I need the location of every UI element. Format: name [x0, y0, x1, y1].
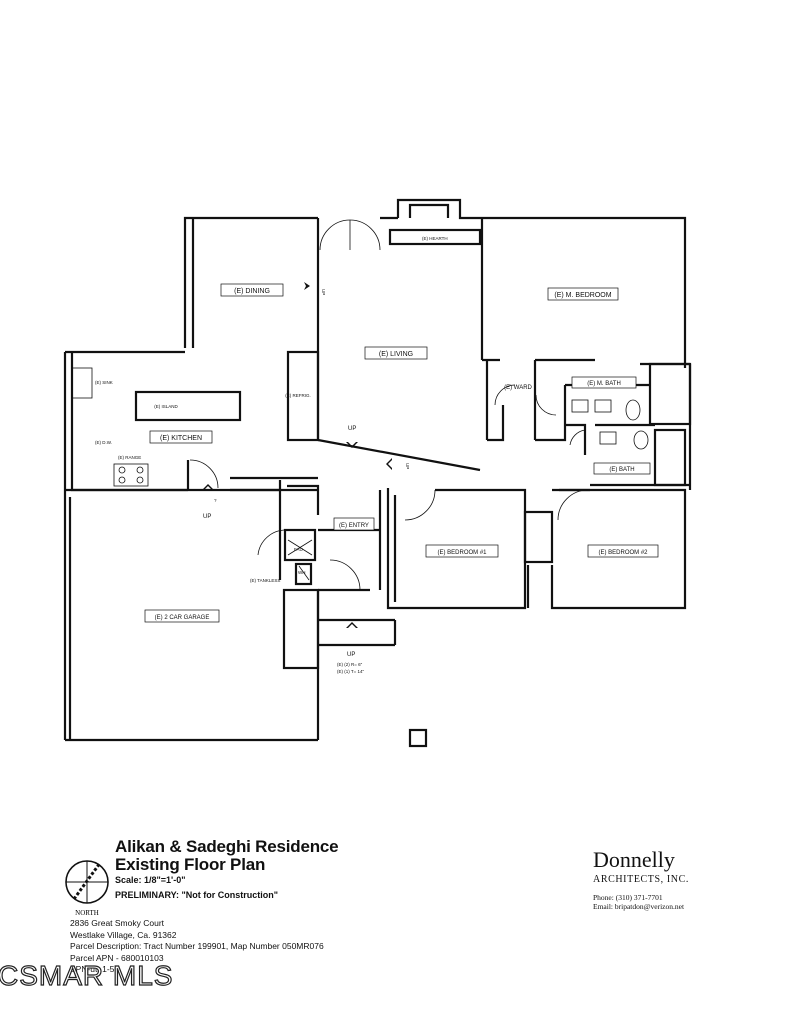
mls-watermark: CSMAR MLS — [0, 959, 174, 991]
steps-note-2: (E) (1) T= 14" — [337, 669, 365, 674]
bedroom1-label: (E) BEDROOM #1 — [437, 550, 487, 556]
entry-label: (E) ENTRY — [339, 523, 369, 529]
firm-subtitle: ARCHITECTS, INC. — [593, 874, 689, 885]
up-label-dining: UP — [321, 289, 326, 295]
hearth-label: (E) HEARTH — [422, 236, 448, 241]
arrows — [202, 282, 392, 628]
ward-label: (E) WARD — [504, 385, 532, 391]
firm-name: Donnelly — [593, 847, 675, 872]
title-block: Alikan & Sadeghi Residence Existing Floo… — [115, 838, 475, 901]
firm-email: Email: bripatdon@verizon.net — [593, 902, 685, 911]
fixtures — [71, 367, 649, 581]
walls — [63, 198, 692, 748]
dining-label: (E) DINING — [234, 288, 270, 295]
north-arrow-icon: NORTH — [65, 860, 109, 917]
garage-label: (E) 2 CAR GARAGE — [155, 615, 210, 621]
firm-block: Donnelly ARCHITECTS, INC. Phone: (310) 3… — [593, 847, 689, 912]
status-note: PRELIMINARY: "Not for Construction" — [115, 890, 279, 900]
refrig-label: (E) REFRIG. — [285, 393, 311, 398]
sheet-title: Existing Floor Plan — [115, 855, 266, 874]
master-bath-label: (E) M. BATH — [587, 381, 621, 387]
up-label-entry: UP — [347, 652, 355, 658]
island-label: (E) ISLAND — [154, 404, 178, 409]
wh-label: WH — [298, 570, 306, 575]
kitchen-label: (E) KITCHEN — [160, 435, 202, 442]
up-label-living: UP — [348, 426, 356, 432]
up-label-hall: UP — [405, 463, 410, 469]
firm-phone: Phone: (310) 371-7701 — [593, 893, 663, 902]
steps-note-1: (E) (2) R= 6" — [337, 662, 363, 667]
address-block: 2836 Great Smoky Court Westlake Village,… — [70, 918, 324, 976]
room-labels: (E) DINING (E) LIVING (E) M. BEDROOM (E)… — [95, 236, 659, 623]
project-title: Alikan & Sadeghi Residence — [115, 837, 339, 856]
dw-label: (E) D.W. — [95, 440, 112, 445]
master-bedroom-label: (E) M. BEDROOM — [554, 292, 611, 299]
scale-note: Scale: 1/8"=1'-0" — [115, 875, 186, 885]
up-labels: UP UP UP UP ? UP (E) (2) R= 6" (E) (1) T… — [203, 289, 410, 674]
bath-label: (E) BATH — [609, 467, 634, 473]
address-line-5: SPN-ut: 1-5 — [70, 964, 115, 974]
address-line-2: Westlake Village, Ca. 91362 — [70, 929, 177, 940]
fau-label: FAU — [294, 547, 303, 552]
question-mark: ? — [214, 498, 217, 503]
range-label: (E) RANGE — [118, 455, 141, 460]
up-label-kitchen: UP — [203, 514, 211, 520]
door-swings — [189, 219, 589, 591]
sink-label: (E) SINK — [95, 380, 113, 385]
living-label: (E) LIVING — [379, 351, 413, 358]
address-line-1: 2836 Great Smoky Court — [70, 918, 165, 928]
address-line-3: Parcel Description: Tract Number 199901,… — [70, 941, 324, 951]
address-line-4: Parcel APN - 680010103 — [70, 952, 164, 963]
north-label: NORTH — [75, 909, 99, 917]
bedroom2-label: (E) BEDROOM #2 — [598, 550, 648, 556]
tankless-label: (E) TANKLESS — [250, 578, 280, 583]
